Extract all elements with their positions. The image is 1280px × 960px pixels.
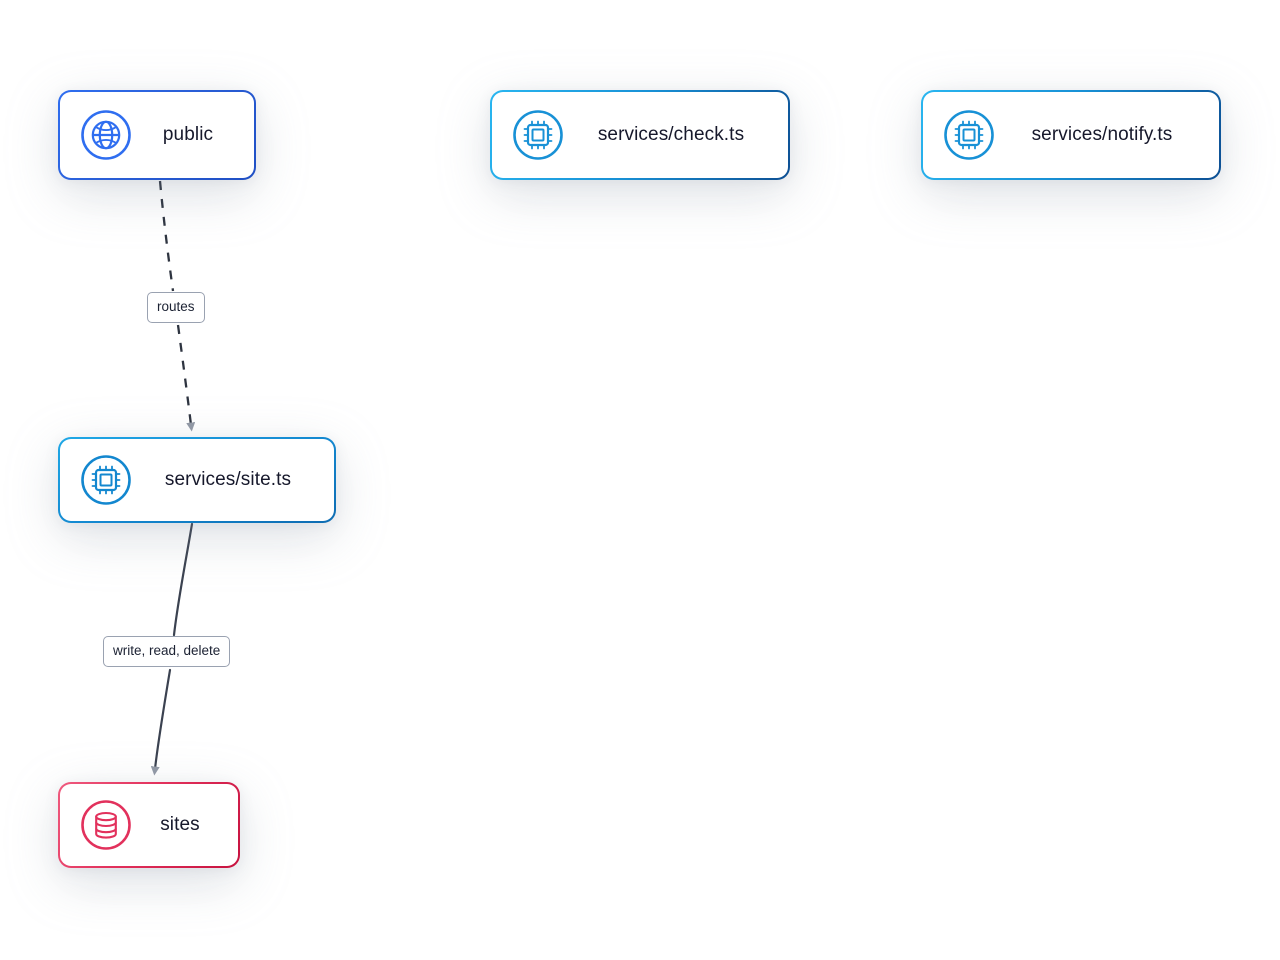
node-services-site-label: services/site.ts — [164, 469, 292, 490]
edge-services-site-to-sites — [172, 522, 194, 637]
edge-services-site-to-sites-tail — [150, 668, 172, 776]
node-services-check[interactable]: services/check.ts — [490, 90, 790, 180]
chip-icon — [941, 107, 997, 163]
chip-icon — [78, 452, 134, 508]
node-public[interactable]: public — [58, 90, 256, 180]
edge-label-write-read-delete[interactable]: write, read, delete — [103, 636, 231, 667]
node-services-site[interactable]: services/site.ts — [58, 437, 336, 523]
chip-icon — [510, 107, 566, 163]
node-public-label: public — [162, 124, 214, 145]
node-sites[interactable]: sites — [58, 782, 240, 868]
edge-public-to-services-site — [158, 180, 175, 292]
node-services-check-label: services/check.ts — [597, 124, 745, 145]
node-sites-label: sites — [160, 814, 200, 835]
node-services-notify-label: services/notify.ts — [1031, 124, 1173, 145]
globe-icon — [78, 107, 134, 163]
edge-public-to-services-site-tail — [176, 324, 196, 432]
edge-label-routes[interactable]: routes — [147, 292, 205, 323]
node-services-notify[interactable]: services/notify.ts — [921, 90, 1221, 180]
database-icon — [78, 797, 134, 853]
